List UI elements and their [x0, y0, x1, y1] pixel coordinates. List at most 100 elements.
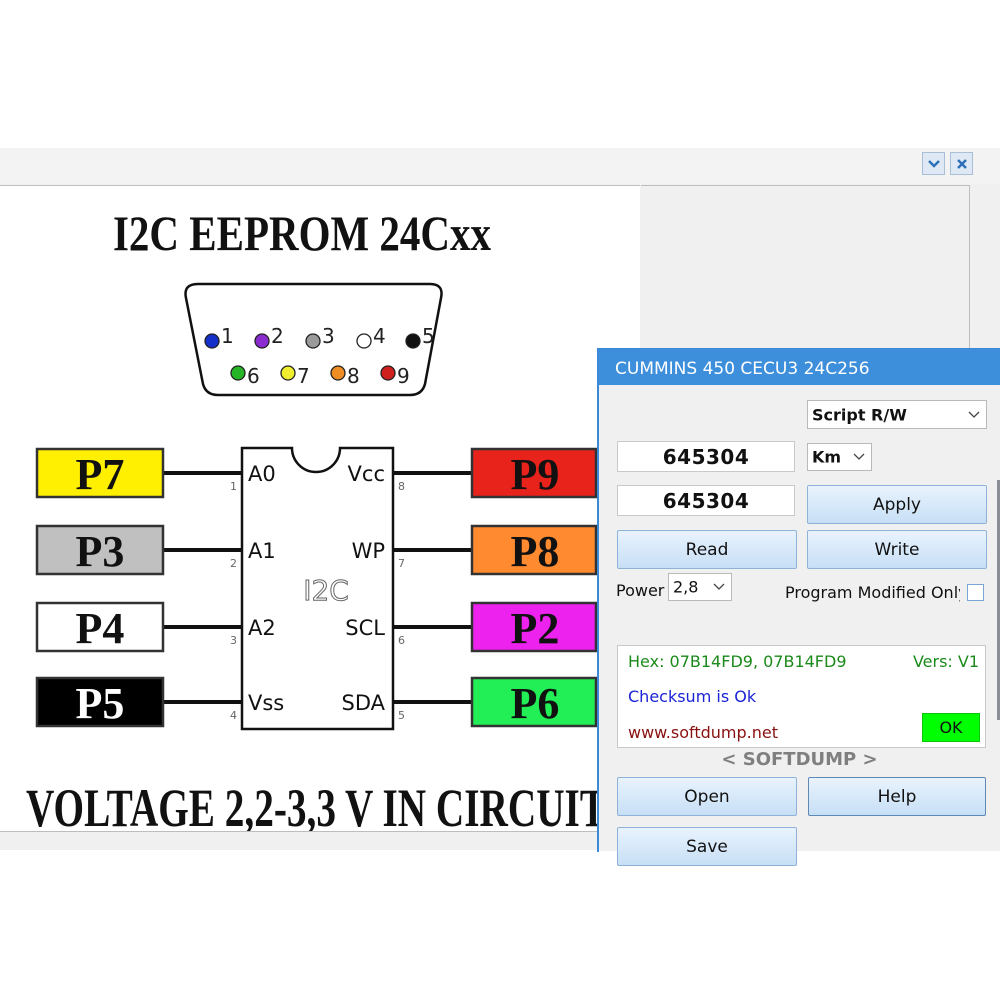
chip-pin-name: Vss: [248, 691, 284, 715]
read-button[interactable]: Read: [617, 530, 797, 569]
dialog-body: Script R/W 645304 Km 645304 Apply Read W…: [599, 385, 1000, 866]
eeprom-chip-body: [240, 446, 395, 731]
chip-label: I2C: [303, 574, 349, 607]
connector-pin: 8: [330, 364, 360, 388]
connector-pin-number: 5: [422, 324, 435, 348]
connector-pin-number: 1: [221, 324, 234, 348]
chip-pin-number: 2: [230, 557, 237, 570]
programmer-pin-label: P7: [76, 450, 125, 499]
connector-pin-number: 4: [373, 324, 386, 348]
write-button[interactable]: Write: [807, 530, 987, 569]
chip-pin-number: 8: [398, 480, 405, 493]
checksum-status-text: Checksum is Ok: [628, 687, 757, 706]
chip-pin-number: 3: [230, 634, 237, 647]
unit-combo[interactable]: Km: [807, 443, 872, 471]
connector-pin: 4: [356, 324, 386, 349]
chip-pin-name: WP: [352, 539, 385, 563]
programmer-pin-box: [35, 447, 165, 499]
chip-pin-number: 1: [230, 480, 237, 493]
connector-pin-dot: [204, 333, 220, 349]
programmer-pin-label: P5: [76, 679, 125, 728]
hex-value-text: Hex: 07B14FD9, 07B14FD9: [628, 652, 847, 671]
connector-pin: 6: [230, 364, 260, 388]
chevron-down-icon: [853, 453, 865, 460]
connector-pin: 2: [254, 324, 284, 349]
chip-pin-number: 6: [398, 634, 405, 647]
power-combo-value: 2,8: [673, 577, 699, 597]
close-button[interactable]: [950, 152, 973, 175]
connector-pin-dot: [405, 333, 421, 349]
programmer-pin-box: [470, 447, 598, 499]
help-button[interactable]: Help: [808, 777, 986, 816]
programmer-pin-label: P2: [511, 604, 560, 653]
odometer-field-1[interactable]: 645304: [617, 441, 795, 472]
connector-pin-number: 7: [297, 364, 310, 388]
chevron-down-icon: [968, 411, 980, 418]
odometer-field-2[interactable]: 645304: [617, 485, 795, 516]
ok-status-badge: OK: [922, 713, 980, 742]
connector-pin-dot: [305, 333, 321, 349]
left-pin-row: P7 A0 1: [35, 447, 276, 499]
chip-pin-name: SCL: [345, 616, 385, 640]
connector-pin-dot: [280, 365, 296, 381]
chip-pin-name: A2: [248, 616, 276, 640]
power-label: Power: [616, 581, 665, 600]
dropdown-button[interactable]: [922, 152, 945, 175]
connector-pin-dot: [230, 365, 246, 381]
dialog-titlebar[interactable]: CUMMINS 450 CECU3 24C256: [599, 349, 1000, 385]
programmer-pin-box: [35, 601, 165, 653]
status-box: Hex: 07B14FD9, 07B14FD9 Vers: V1 Checksu…: [617, 645, 986, 748]
connector-pin: 5: [405, 324, 435, 349]
top-toolbar: [0, 148, 1000, 184]
connector-pin: 1: [204, 324, 234, 349]
connector-pin-dot: [330, 365, 346, 381]
programmer-pin-label: P4: [76, 604, 125, 653]
programmer-pin-box: [35, 524, 165, 576]
programmer-pin-label: P3: [76, 527, 125, 576]
apply-button[interactable]: Apply: [807, 485, 987, 524]
program-modified-label: Program Modified Only: [785, 583, 960, 602]
connector-pin-dot: [254, 333, 270, 349]
power-combo[interactable]: 2,8: [668, 573, 732, 601]
right-empty-area: [641, 185, 970, 366]
connector-pin: 3: [305, 324, 335, 349]
programmer-pin-box: [470, 524, 598, 576]
voltage-note: VOLTAGE 2,2-3,3 V IN CIRCUIT: [26, 778, 606, 831]
chevron-down-icon: [927, 159, 940, 168]
diagram-title: I2C EEPROM 24Cxx: [113, 205, 491, 261]
background-window-edge: [997, 480, 1000, 720]
script-combo[interactable]: Script R/W: [807, 400, 987, 429]
softdump-brand-label: < SOFTDUMP >: [721, 749, 878, 770]
chip-pin-number: 7: [398, 557, 405, 570]
connector-pin-number: 2: [271, 324, 284, 348]
version-text: Vers: V1: [912, 652, 979, 671]
website-link[interactable]: www.softdump.net: [628, 723, 779, 742]
right-pin-row: P2 SCL 6: [345, 601, 598, 653]
script-combo-value: Script R/W: [812, 405, 907, 424]
program-modified-checkbox[interactable]: [967, 584, 984, 601]
chip-pin-name: A0: [248, 462, 276, 486]
connector-pin-dot: [380, 365, 396, 381]
programmer-pin-box: [470, 601, 598, 653]
programmer-pin-box: [470, 676, 598, 728]
programmer-pin-label: P6: [511, 679, 560, 728]
right-pin-row: P9 Vcc 8: [348, 447, 598, 499]
save-button[interactable]: Save: [617, 827, 797, 866]
open-button[interactable]: Open: [617, 777, 797, 816]
programmer-pin-label: P9: [511, 450, 560, 499]
connector-pin-dot: [356, 333, 372, 349]
dialog-title: CUMMINS 450 CECU3 24C256: [615, 359, 870, 379]
chip-pin-name: SDA: [342, 691, 386, 715]
left-pin-row: P4 A2 3: [35, 601, 276, 653]
chip-pin-name: Vcc: [348, 462, 385, 486]
programmer-pin-box: [35, 676, 165, 728]
